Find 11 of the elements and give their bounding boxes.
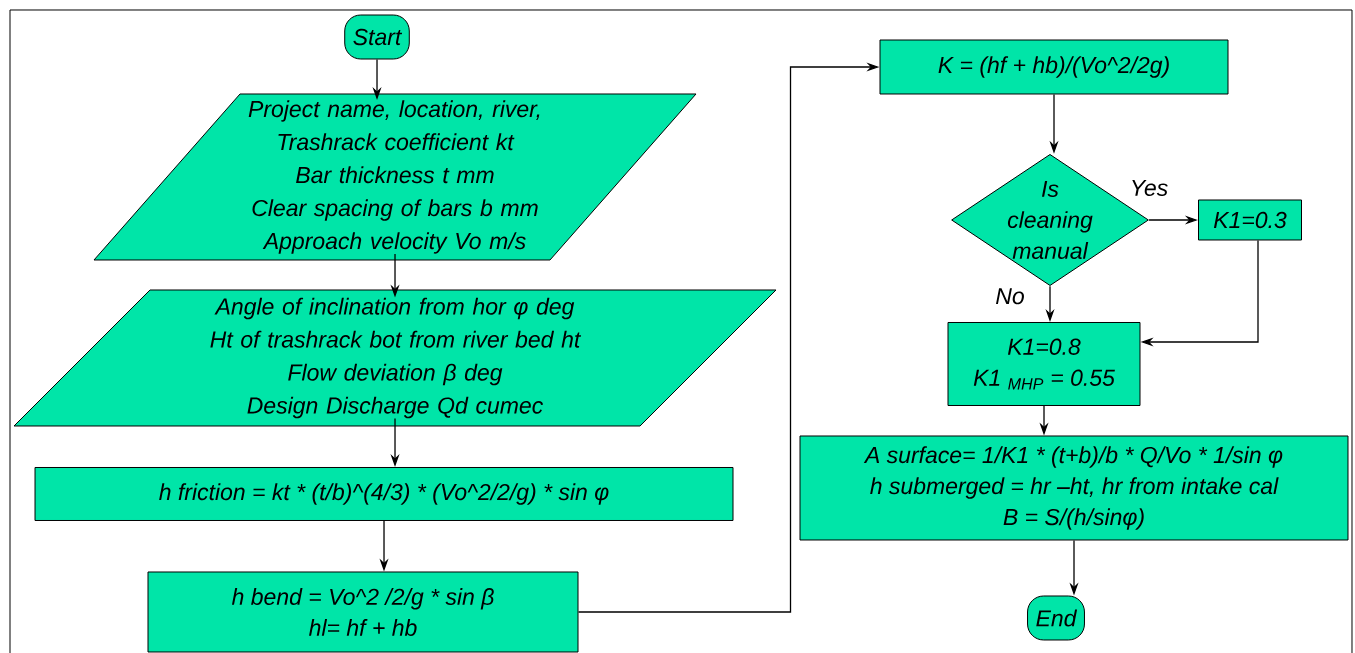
terminal-box: Start [344,14,410,60]
process-box: A surface= 1/K1 * (t+b)/b * Q/Vo * 1/sin φ h submerged = hr –ht, hr from intake cal B = S/(h/sinφ) [799,435,1349,541]
terminal-box: End [1027,595,1085,641]
input-parallelogram: Project name, location, river, Trashrack coefficient kt Bar thickness t mm Clear spacing of bars b mm Approach velocity Vo m/s [93,93,697,261]
process-box: h bend = Vo^2 /2/g * sin β hl= hf + hb [147,571,579,653]
process-box: K1=0.8 K1 $_{MHP}$ = 0.55 [947,322,1141,406]
process-box: K = (hf + hb)/(Vo^2/2g) [879,39,1229,95]
input-parallelogram: Angle of inclination from hor φ deg Ht of trashrack bot from river bed ht Flow deviation β deg Design Discharge Qd cumec [13,289,777,427]
process-box: K1=0.3 [1198,199,1302,241]
process-box: h friction = kt * (t/b)^(4/3) * (Vo^2/2/g) * sin φ [34,467,734,521]
edge-label: No [994,287,1026,306]
